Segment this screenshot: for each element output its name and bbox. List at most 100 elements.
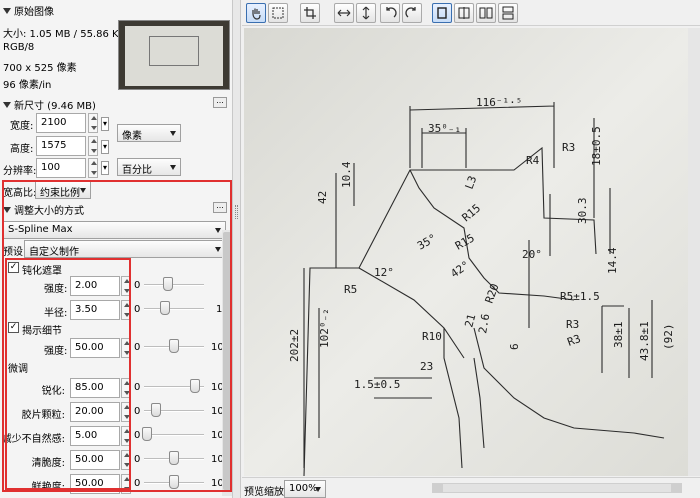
rotate-left-button[interactable] (380, 3, 400, 23)
algorithm-select[interactable]: S-Spline Max (3, 221, 226, 239)
sharpen-strength-input[interactable]: 2.00 (70, 276, 120, 296)
slider-min-label: 0 (134, 406, 141, 417)
preview-horizontal-scrollbar[interactable] (432, 483, 682, 493)
marquee-tool-button[interactable] (268, 3, 288, 23)
panel-splitter[interactable] (233, 0, 241, 498)
fine-tune-thumb[interactable] (169, 451, 179, 465)
slider-min-label: 0 (134, 280, 141, 291)
fine-tune-thumb[interactable] (151, 403, 161, 417)
reveal-strength-thumb[interactable] (169, 339, 179, 353)
aspect-select-value: 约束比例 (40, 188, 80, 199)
crop-tool-button[interactable] (300, 3, 320, 23)
collapse-triangle-icon[interactable] (3, 102, 11, 108)
fine-tune-label: 胶片颗粒: (21, 410, 65, 421)
sharpen-strength-track[interactable] (144, 284, 204, 286)
dim-label: 10.4 (340, 161, 353, 188)
slider-min-label: 0 (134, 382, 141, 393)
unit-select[interactable]: 像素 (117, 124, 181, 142)
fine-tune-track[interactable] (144, 434, 204, 436)
more-options-button[interactable]: ... (213, 202, 227, 213)
width-label: 宽度: (10, 121, 34, 132)
resolution-input[interactable]: 100 (36, 158, 86, 178)
chevron-down-icon (215, 228, 221, 233)
stacked-view-icon (502, 6, 514, 20)
sharpen-radius-input[interactable]: 3.50 (70, 300, 120, 320)
rotate-right-button[interactable] (402, 3, 422, 23)
link-width-icon[interactable]: ▾ (101, 117, 109, 131)
split-view-button[interactable] (454, 3, 474, 23)
link-height-icon[interactable]: ▾ (101, 140, 109, 154)
slider-min-label: 0 (134, 430, 141, 441)
original-thumbnail (118, 20, 230, 90)
sharpen-checkbox[interactable]: ✓ (8, 262, 19, 273)
dim-label: 2.6 (476, 313, 492, 335)
resolution-spinner[interactable] (88, 158, 98, 178)
aspect-label: 宽高比: (3, 188, 37, 199)
dim-label: 1.5±0.5 (354, 378, 400, 391)
height-input[interactable]: 1575 (36, 136, 86, 156)
fine-tune-thumb[interactable] (142, 427, 152, 441)
slider-max-label: 100 (211, 478, 231, 489)
fine-tune-input[interactable]: 5.00 (70, 426, 120, 446)
chevron-down-icon (80, 188, 86, 193)
dim-label: R10 (422, 330, 442, 343)
chevron-down-icon (315, 487, 321, 492)
dim-label: 202±2 (288, 329, 301, 362)
collapse-triangle-icon[interactable] (3, 207, 11, 213)
height-label: 高度: (10, 144, 34, 155)
more-options-button[interactable]: ... (213, 97, 227, 108)
fine-tune-track[interactable] (144, 410, 204, 412)
preview-canvas[interactable]: 116⁻¹·⁵ 35⁰₋₁ 18±0.5 R3 R4 10.4 42 30.3 … (244, 28, 700, 476)
reveal-detail-label: 揭示细节 (22, 326, 62, 337)
fine-tune-track[interactable] (144, 386, 204, 388)
new-size-title: 新尺寸 (9.46 MB) (14, 101, 96, 112)
dim-label: R5±1.5 (560, 290, 600, 303)
dim-label: 18±0.5 (590, 126, 603, 166)
method-section-header[interactable]: 调整大小的方式 (3, 202, 84, 217)
sharpen-strength-thumb[interactable] (163, 277, 173, 291)
height-spinner[interactable] (88, 136, 98, 156)
toolbar (242, 0, 700, 26)
reveal-strength-input[interactable]: 50.00 (70, 338, 120, 358)
side-by-side-button[interactable] (476, 3, 496, 23)
fit-height-button[interactable] (356, 3, 376, 23)
dim-label: 21 (462, 313, 478, 329)
sharpen-radius-track[interactable] (144, 308, 204, 310)
fine-tune-input[interactable]: 50.00 (70, 450, 120, 470)
percent-select[interactable]: 百分比 (117, 158, 181, 176)
technical-drawing-image: 116⁻¹·⁵ 35⁰₋₁ 18±0.5 R3 R4 10.4 42 30.3 … (244, 28, 700, 476)
width-spinner[interactable] (88, 113, 98, 133)
fine-tune-input[interactable]: 20.00 (70, 402, 120, 422)
stacked-view-button[interactable] (498, 3, 518, 23)
highlight-frame-inner (5, 258, 131, 490)
chevron-down-icon (170, 131, 176, 136)
fine-tune-thumb[interactable] (169, 475, 179, 489)
chevron-right-icon[interactable] (671, 484, 681, 492)
fine-tune-label: 锐化: (41, 386, 65, 397)
zoom-label: 预览缩放: (244, 487, 288, 498)
single-view-button[interactable] (432, 3, 452, 23)
sharpen-radius-thumb[interactable] (160, 301, 170, 315)
zoom-select[interactable]: 100% (284, 480, 326, 498)
original-section-header[interactable]: 原始图像 (3, 3, 54, 18)
fit-width-button[interactable] (334, 3, 354, 23)
dim-label: 23 (420, 360, 433, 373)
dim-label: 30.3 (576, 198, 589, 225)
hand-tool-button[interactable] (246, 3, 266, 23)
new-size-section-header[interactable]: 新尺寸 (9.46 MB) (3, 97, 96, 112)
preset-select[interactable]: 自定义制作 (24, 240, 226, 258)
link-resolution-icon[interactable]: ▾ (101, 161, 109, 175)
dim-label: 42 (316, 191, 329, 204)
settings-panel: 原始图像 大小: 1.05 MB / 55.86 KB RGB/8 700 x … (0, 0, 233, 498)
reveal-detail-checkbox[interactable]: ✓ (8, 322, 19, 333)
chevron-left-icon[interactable] (433, 484, 443, 492)
width-input[interactable]: 2100 (36, 113, 86, 133)
grip-icon[interactable] (235, 205, 238, 219)
preview-vertical-scrollbar[interactable] (688, 28, 700, 476)
fine-tune-input[interactable]: 85.00 (70, 378, 120, 398)
fine-tune-thumb[interactable] (190, 379, 200, 393)
original-resolution-text: 96 像素/in (3, 80, 52, 91)
panel-scrollbar[interactable] (222, 230, 232, 496)
collapse-triangle-icon[interactable] (3, 8, 11, 14)
slider-max-label: 100 (211, 342, 231, 353)
